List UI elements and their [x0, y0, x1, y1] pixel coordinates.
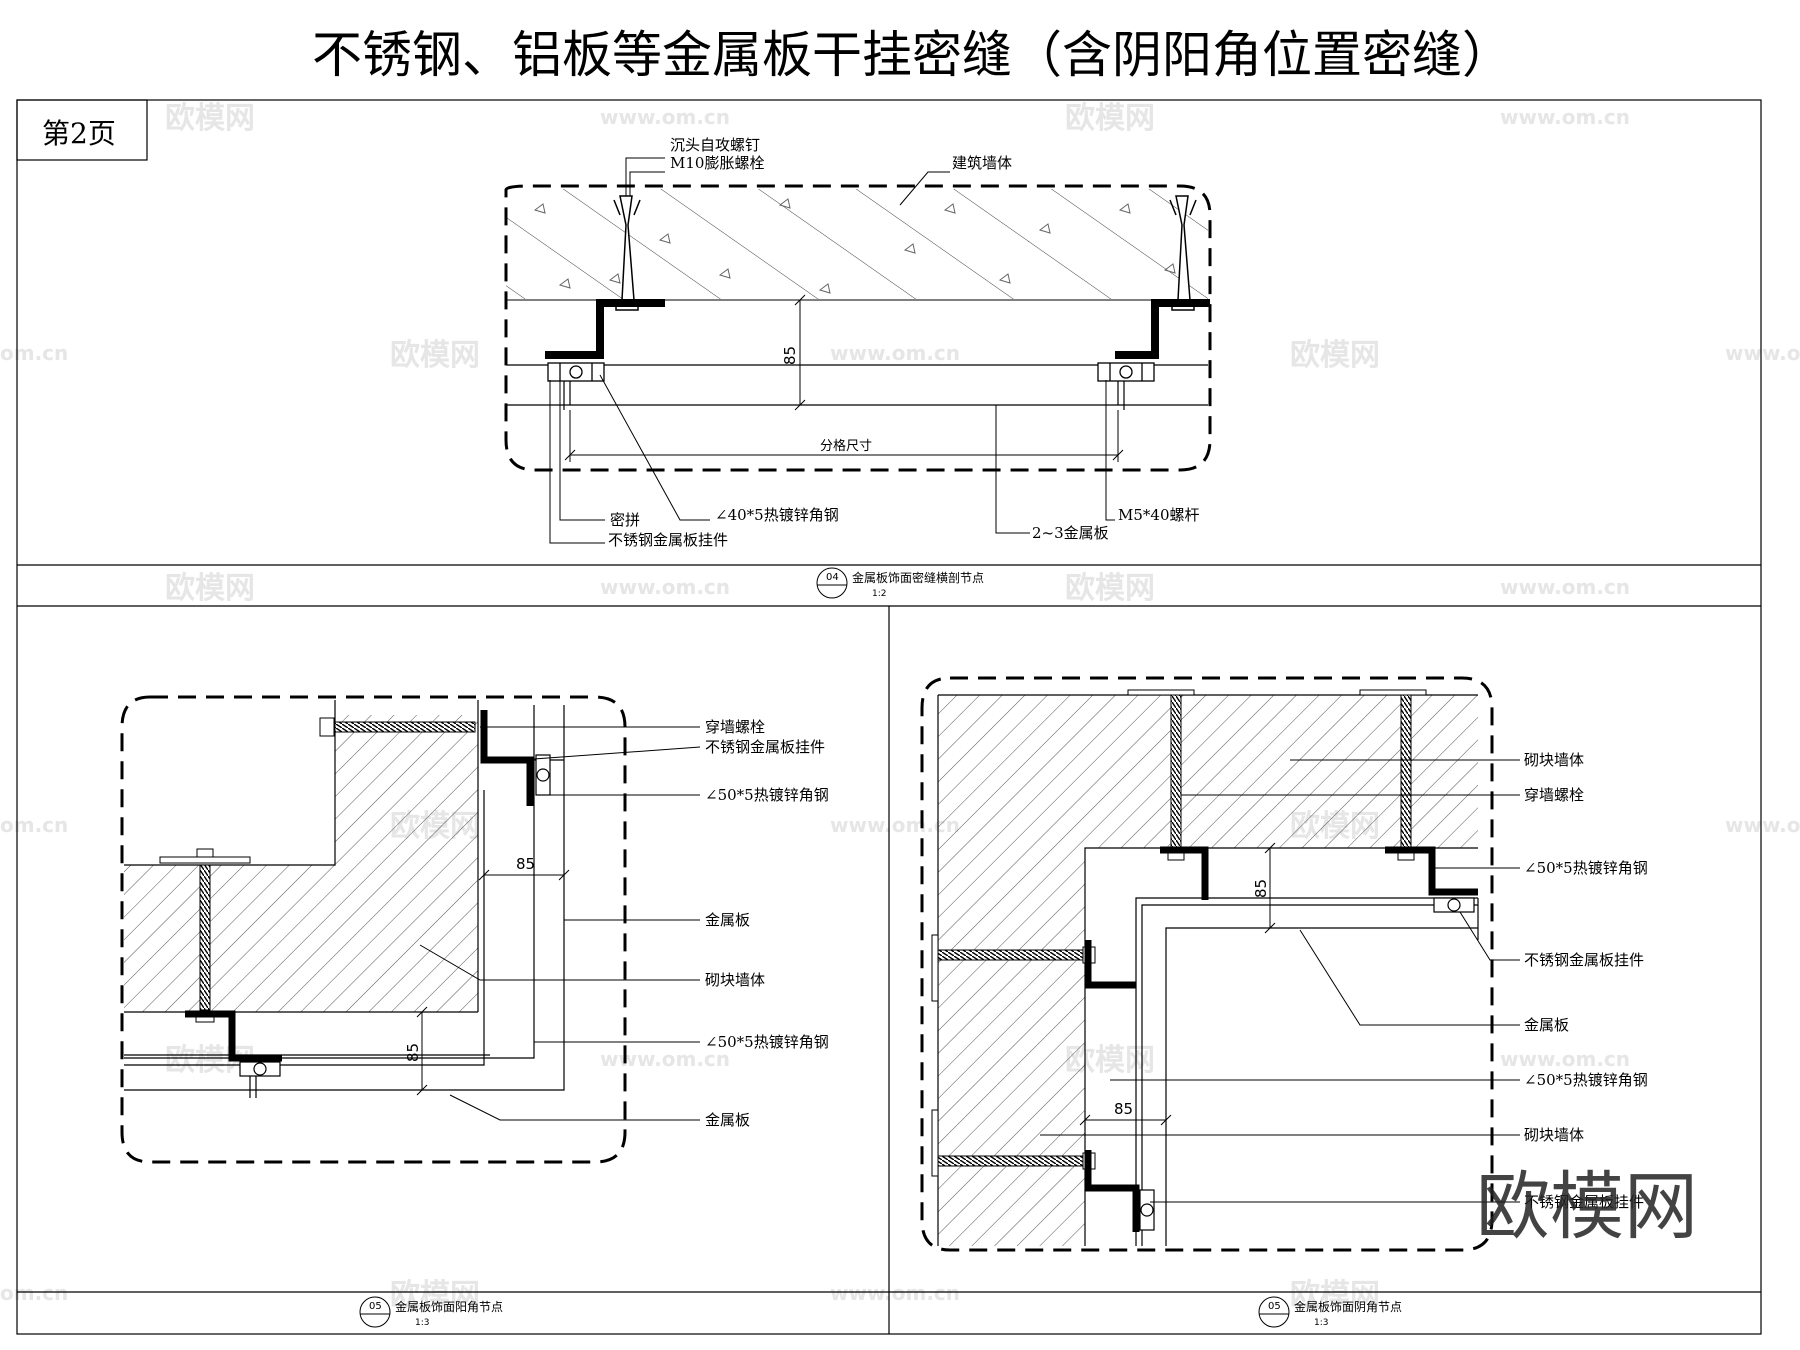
through-bolt-h1 [937, 949, 1084, 961]
caption-title: 金属板饰面阴角节点 [1294, 1299, 1402, 1314]
callout-screw: 沉头自攻螺钉 [670, 136, 760, 154]
watermark-url: www.om.cn [830, 1281, 960, 1305]
through-bolt-v1 [1170, 694, 1182, 848]
through-bolt-v2 [1400, 694, 1412, 848]
callout-wall: 建筑墙体 [952, 154, 1012, 172]
callout-plate: 金属板 [1524, 1016, 1569, 1034]
dim-h: 85 [516, 855, 535, 873]
angle-steel-left-upper [1084, 940, 1136, 989]
page-label: 第2页 [42, 117, 116, 150]
caption-scale: 1:2 [872, 589, 886, 599]
watermark-url: www.om.cn [1500, 1047, 1630, 1071]
caption-number: 04 [826, 572, 839, 583]
callout-block-wall: 砌块墙体 [705, 971, 765, 989]
callout-angle-1: ∠50*5热镀锌角钢 [705, 786, 829, 804]
watermark-short-url: om.cn [0, 1281, 68, 1305]
callout-hanger: 不锈钢金属板挂件 [705, 738, 825, 756]
watermark-url: www.om.cn [1725, 341, 1800, 365]
watermark-short-url: om.cn [0, 813, 68, 837]
through-bolt-h2 [937, 1155, 1084, 1167]
dim-grid: 分格尺寸 [820, 438, 872, 454]
callout-sealant: 密拼 [610, 511, 640, 529]
watermark-brand: 欧模网 [390, 1278, 480, 1313]
watermark-brand: 欧模网 [1290, 338, 1380, 373]
callout-angle-2: ∠50*5热镀锌角钢 [1524, 1071, 1648, 1089]
dim-v: 85 [404, 1043, 422, 1062]
callout-angle-steel: ∠40*5热镀锌角钢 [715, 506, 839, 524]
bolt-assembly-left [547, 362, 605, 382]
through-bolt-vertical [199, 864, 211, 1011]
callout-through-bolt: 穿墙螺栓 [705, 718, 765, 736]
block-wall [938, 695, 1478, 1246]
block-wall [124, 715, 478, 1012]
detail-boundary [920, 676, 1494, 1252]
callout-plate-2: 金属板 [705, 1111, 750, 1129]
brand-watermark-large: 欧模网 [1476, 1164, 1698, 1250]
callout-hanger-2: 不锈钢金属板挂件 [1524, 1193, 1644, 1211]
caption-left: 05 金属板饰面阳角节点 1:3 [359, 1296, 503, 1328]
detail-boundary [504, 184, 1212, 472]
callout-block-wall-2: 砌块墙体 [1524, 1126, 1584, 1144]
watermark-url: www.om.cn [1500, 575, 1630, 599]
caption-number: 05 [1268, 1301, 1281, 1312]
sheet-frame [16, 99, 1762, 1335]
watermark-url: www.om.cn [830, 341, 960, 365]
dim-v: 85 [1252, 879, 1270, 898]
caption-right: 05 金属板饰面阴角节点 1:3 [1258, 1296, 1402, 1328]
sheet-title: 不锈钢、铝板等金属板干挂密缝（含阴阳角位置密缝） [312, 26, 1512, 84]
watermark-brand: 欧模网 [165, 101, 255, 136]
watermark-url: www.om.cn [1725, 813, 1800, 837]
callout-plate-1: 金属板 [705, 911, 750, 929]
callout-through-bolt: 穿墙螺栓 [1524, 786, 1584, 804]
watermark-url: www.om.cn [600, 105, 730, 129]
callout-expansion-bolt: M10膨胀螺栓 [670, 154, 764, 172]
dim-85: 85 [781, 346, 799, 365]
caption-title: 金属板饰面阳角节点 [395, 1299, 503, 1314]
watermark-short-url: om.cn [0, 341, 68, 365]
watermark-brand: 欧模网 [1065, 571, 1155, 606]
detail-right: 85 85 砌块墙体 穿墙螺栓 ∠50*5热镀锌角钢 不锈钢金属板挂件 金属板 … [920, 676, 1648, 1328]
angle-steel-right [1115, 299, 1210, 359]
metal-plate [1135, 897, 1479, 1246]
watermark-url: www.om.cn [600, 1047, 730, 1071]
caption-scale: 1:3 [415, 1318, 429, 1328]
callout-angle-2: ∠50*5热镀锌角钢 [705, 1033, 829, 1051]
angle-steel-upper [480, 710, 534, 806]
caption-number: 05 [369, 1301, 382, 1312]
caption-title: 金属板饰面密缝横剖节点 [852, 570, 984, 585]
detail-boundary [120, 695, 627, 1164]
bolt-assembly-right [1097, 362, 1155, 382]
caption-top: 04 金属板饰面密缝横剖节点 1:2 [816, 567, 984, 599]
watermark-brand: 欧模网 [1290, 1278, 1380, 1313]
detail-left: 85 85 穿墙螺栓 不锈钢金属板挂件 ∠50*5热镀锌角钢 金属板 砌块墙体 … [120, 695, 829, 1328]
callout-bolt: M5*40螺杆 [1118, 506, 1200, 524]
watermark-brand: 欧模网 [1065, 101, 1155, 136]
callout-block-wall-1: 砌块墙体 [1524, 751, 1584, 769]
dim-h: 85 [1114, 1100, 1133, 1118]
through-bolt-horizontal [334, 721, 476, 733]
building-wall [506, 189, 1208, 299]
angle-steel-top-left [1160, 846, 1209, 900]
detail-top: 85 分格尺寸 沉头自攻螺钉 M10膨胀螺栓 建筑墙体 密拼 ∠40*5热镀锌角… [504, 136, 1212, 599]
callout-angle-1: ∠50*5热镀锌角钢 [1524, 859, 1648, 877]
watermark-brand: 欧模网 [390, 338, 480, 373]
watermark-url: www.om.cn [600, 575, 730, 599]
callout-hanger-1: 不锈钢金属板挂件 [1524, 951, 1644, 969]
watermark-url: www.om.cn [1500, 105, 1630, 129]
callout-hanger: 不锈钢金属板挂件 [608, 531, 728, 549]
watermark-brand: 欧模网 [165, 571, 255, 606]
angle-steel-left [545, 299, 665, 359]
callout-metal-plate: 2~3金属板 [1032, 524, 1109, 542]
caption-scale: 1:3 [1314, 1318, 1328, 1328]
angle-steel-top-right [1385, 846, 1478, 896]
